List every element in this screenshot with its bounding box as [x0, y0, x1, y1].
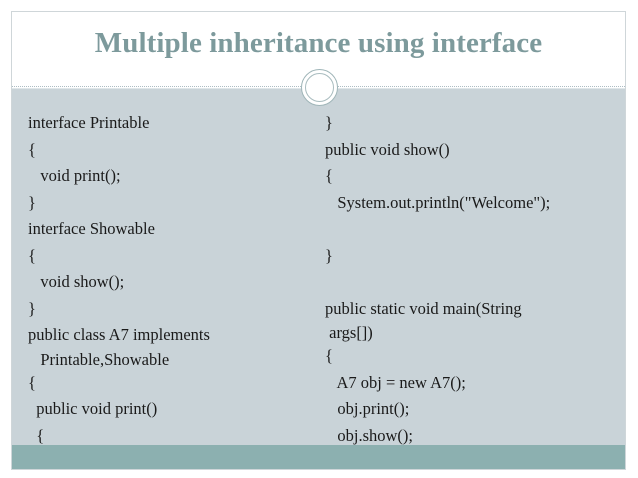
circle-ring-inner-icon: [305, 73, 334, 102]
code-line: args[]): [325, 323, 373, 342]
code-line: A7 obj = new A7();: [325, 372, 466, 392]
slide-canvas: Multiple inheritance using interface int…: [11, 11, 626, 470]
code-line: interface Showable: [28, 219, 155, 238]
code-line: {: [325, 166, 333, 185]
code-line: }: [325, 245, 333, 265]
code-line: [325, 216, 615, 243]
code-line: {: [28, 372, 36, 392]
code-line: {: [28, 139, 36, 159]
code-line: }: [28, 298, 36, 318]
code-line: void show();: [28, 272, 125, 291]
code-line: public void print(): [28, 399, 158, 418]
code-line: interface Printable: [28, 113, 150, 132]
code-line: {: [325, 346, 333, 365]
code-line: [325, 269, 615, 296]
page-title: Multiple inheritance using interface: [94, 27, 543, 59]
slide-body: interface Printable { void print();} inter…: [12, 89, 625, 469]
code-line: obj.print();: [325, 399, 410, 418]
code-line: public void show(): [325, 139, 450, 159]
code-block-left: interface Printable { void print();} inter…: [28, 110, 323, 469]
code-line: {: [28, 245, 36, 265]
code-line: }: [325, 113, 333, 132]
code-line: Printable,Showable: [28, 349, 170, 369]
code-line: System.out.println("Welcome");: [325, 192, 551, 212]
footer-accent-bar: [12, 445, 625, 469]
code-line: }: [28, 192, 36, 212]
code-block-right: } public void show() { System.out.println(…: [325, 110, 615, 469]
code-line: public class A7 implements: [28, 325, 210, 344]
code-line: obj.show();: [325, 425, 413, 445]
code-line: public static void main(String: [325, 298, 522, 318]
code-line: void print();: [28, 166, 121, 185]
code-line: {: [28, 425, 45, 445]
